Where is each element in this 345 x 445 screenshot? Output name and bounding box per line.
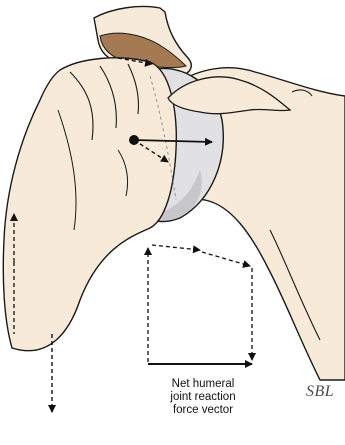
vector-top-1 (152, 245, 200, 250)
vector-top-2 (202, 252, 250, 266)
caption-line-3: force vector (148, 404, 258, 417)
illustrator-signature: SBL (306, 383, 334, 401)
center-of-rotation-dot (129, 135, 139, 145)
caption-line-1: Net humeral (148, 378, 258, 391)
net-force-caption: Net humeral joint reaction force vector (148, 378, 258, 417)
caption-line-2: joint reaction (148, 391, 258, 404)
